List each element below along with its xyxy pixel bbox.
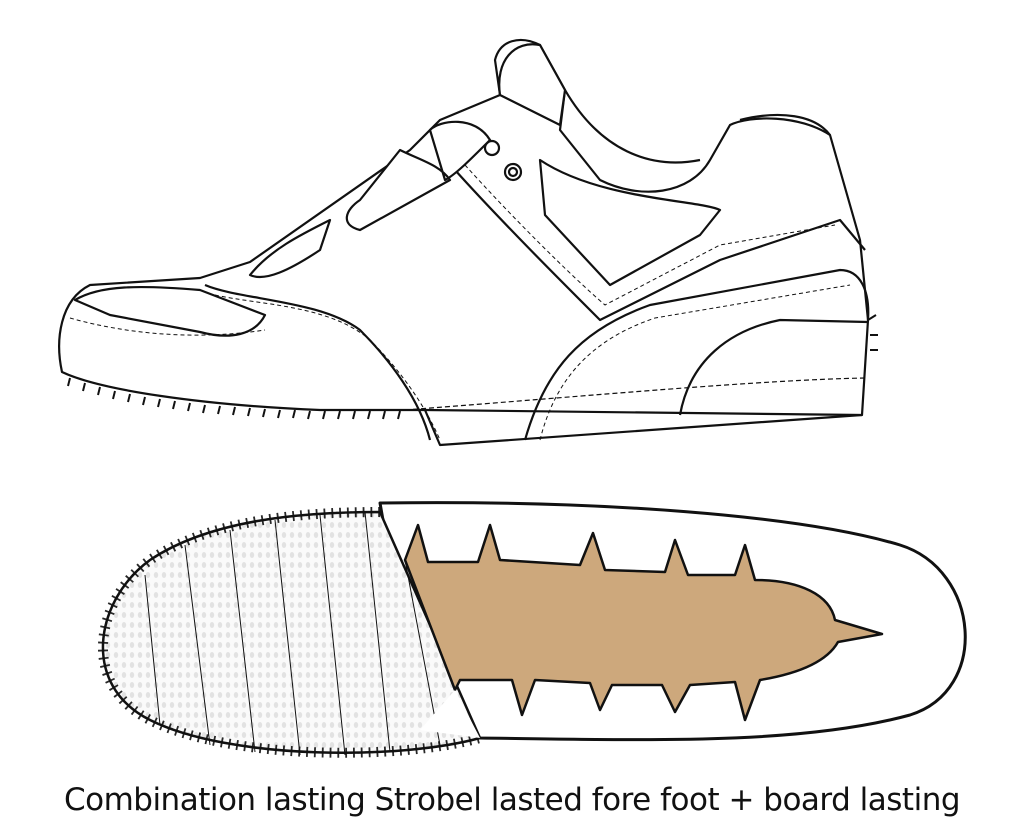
tongue bbox=[498, 43, 567, 127]
strobel-stitch-lines bbox=[144, 511, 441, 756]
eyelet bbox=[483, 139, 501, 157]
laces bbox=[248, 120, 492, 279]
board-lasting bbox=[403, 523, 884, 722]
sole-dashed bbox=[404, 377, 866, 411]
outsole-tread bbox=[67, 314, 878, 420]
shoe-upper bbox=[58, 38, 870, 447]
caption: Combination lasting Strobel lasted fore … bbox=[63, 782, 961, 818]
shoe-side-view bbox=[58, 38, 878, 447]
insole-bottom-view bbox=[98, 501, 967, 758]
sole-line bbox=[424, 408, 863, 417]
